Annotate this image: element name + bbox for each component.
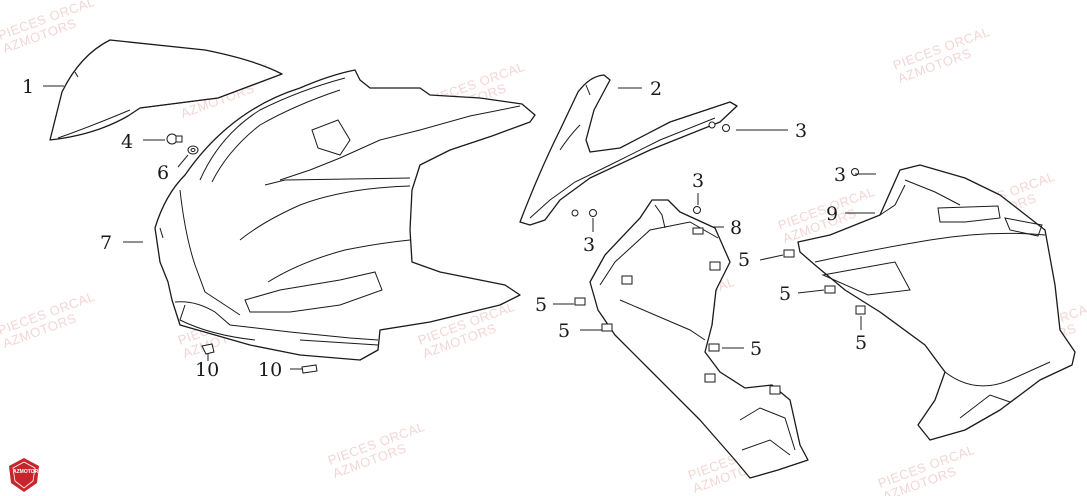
- callout-5: 5: [535, 294, 547, 316]
- part-clip: [824, 285, 836, 294]
- part-clip: [708, 343, 720, 352]
- callout-5: 5: [855, 332, 867, 354]
- callout-10: 10: [258, 359, 282, 381]
- callout-9: 9: [826, 203, 838, 225]
- callout-3: 3: [795, 120, 807, 142]
- callout-8: 8: [730, 217, 742, 239]
- callout-labels: 1 2 3 3 3 3 4 5 5 5 5 5 5 6 7 8 9 10 10: [22, 76, 867, 381]
- part-clip: [574, 297, 586, 306]
- part-fastener: [301, 364, 318, 374]
- callout-1: 1: [22, 76, 34, 98]
- azmotors-logo: AZMOTORS: [9, 458, 42, 492]
- part-windscreen: [49, 39, 283, 141]
- part-clip: [601, 323, 613, 332]
- callout-5: 5: [750, 338, 762, 360]
- part-washer: [187, 145, 199, 155]
- part-fastener: [201, 343, 215, 355]
- part-screw: [693, 206, 701, 214]
- callout-4: 4: [121, 131, 133, 153]
- part-inner-lower-panel: [589, 199, 809, 479]
- callout-7: 7: [100, 232, 112, 254]
- leader-lines: [43, 85, 876, 370]
- part-upper-side-panel: [519, 74, 738, 226]
- part-clip: [783, 249, 795, 258]
- callout-2: 2: [650, 78, 662, 100]
- part-front-fairing: [154, 69, 536, 361]
- part-clip: [855, 305, 866, 315]
- logo-shield-icon: [9, 458, 39, 492]
- callout-10: 10: [195, 359, 219, 381]
- logo-text: AZMOTORS: [13, 469, 42, 475]
- callout-3: 3: [583, 234, 595, 256]
- callout-3: 3: [834, 164, 846, 186]
- callout-6: 6: [157, 162, 169, 184]
- callout-5: 5: [558, 320, 570, 342]
- part-screw: [722, 124, 730, 132]
- callout-5: 5: [738, 249, 750, 271]
- callout-5: 5: [779, 283, 791, 305]
- part-lower-fairing: [797, 164, 1076, 441]
- part-screw: [589, 209, 597, 217]
- part-bolt: [166, 133, 183, 145]
- callout-3: 3: [692, 170, 704, 192]
